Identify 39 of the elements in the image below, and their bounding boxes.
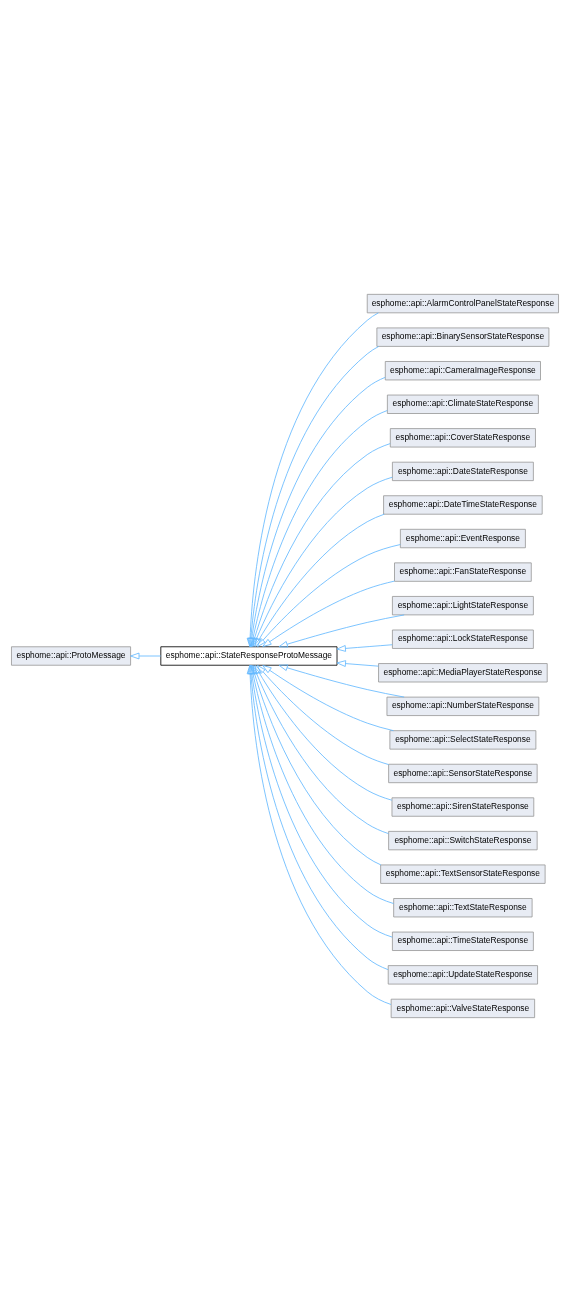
node-box: esphome::api::BinarySensorStateResponse [376, 327, 550, 347]
node-box: esphome::api::NumberStateResponse [386, 696, 540, 716]
node-box: esphome::api::TimeStateResponse [391, 931, 534, 951]
node-box: esphome::api::ClimateStateResponse [386, 394, 539, 414]
node-box: esphome::api::ValveStateResponse [390, 998, 536, 1019]
node-box: esphome::api::CoverStateResponse [389, 428, 536, 448]
arrow [278, 614, 405, 648]
arrow [252, 665, 389, 834]
node-box: esphome::api::DateTimeStateResponse [383, 495, 543, 515]
arrow [254, 665, 393, 801]
node-box: esphome::api::SwitchStateResponse [388, 830, 538, 851]
arrow [257, 544, 401, 648]
node-box: esphome::api::FanStateResponse [394, 562, 532, 582]
node-box: esphome::api::SirenStateResponse [391, 797, 535, 817]
node-box: esphome::api::LightStateResponse [391, 596, 534, 616]
node-box: esphome::api::CameraImageResponse [384, 361, 541, 381]
node-box: esphome::api::StateResponseProtoMessage [160, 646, 338, 666]
arrow [251, 443, 391, 648]
node-box: esphome::api::UpdateStateResponse [387, 965, 538, 985]
arrow [257, 664, 390, 765]
arrow [254, 513, 385, 647]
arrow [262, 665, 394, 732]
arrow [278, 664, 405, 698]
node-box: esphome::api::SensorStateResponse [388, 763, 538, 784]
node-box: esphome::api::DateStateResponse [391, 461, 534, 482]
node-box: esphome::api::MediaPlayerStateResponse [378, 663, 548, 683]
node-box: esphome::api::AlarmControlPanelStateResponse [366, 293, 559, 314]
arrow [252, 476, 393, 647]
arrow [336, 660, 379, 667]
node-box: esphome::api::SelectStateResponse [389, 730, 537, 750]
node-box: esphome::api::LockStateResponse [391, 629, 534, 649]
arrow [262, 580, 395, 647]
arrow [336, 644, 393, 652]
node-box: esphome::api::TextStateResponse [393, 898, 533, 918]
arrow [251, 664, 382, 866]
arrow [130, 652, 162, 660]
node-box: esphome::api::EventResponse [399, 528, 526, 549]
node-box: esphome::api::ProtoMessage [11, 646, 132, 666]
node-box: esphome::api::TextSensorStateResponse [380, 864, 546, 884]
